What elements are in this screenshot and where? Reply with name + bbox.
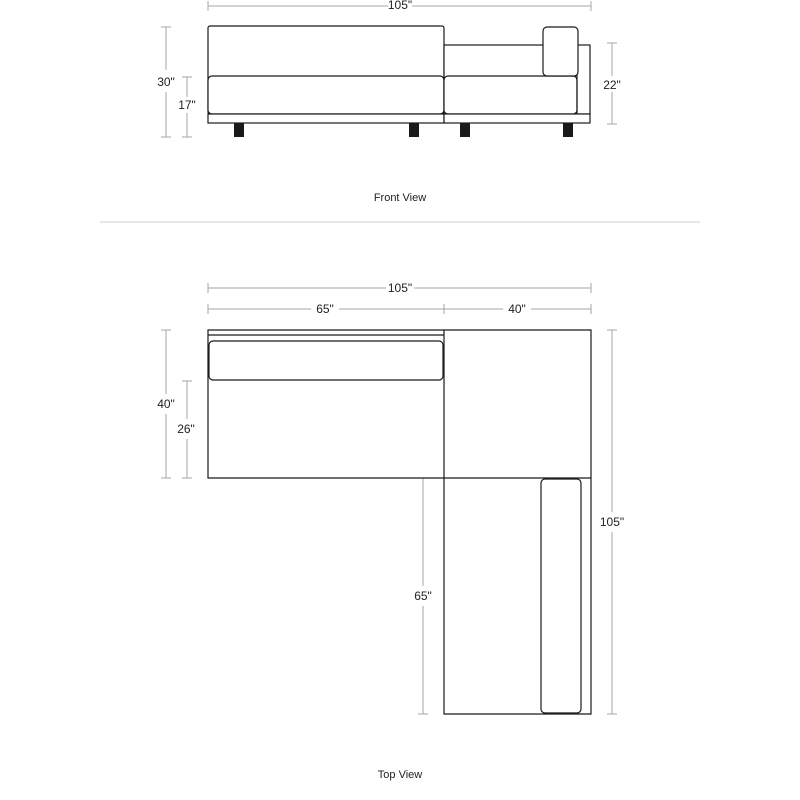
front-view-title: Front View — [374, 192, 426, 204]
front-view-drawing: 105" 30" 17" 22" — [157, 0, 621, 138]
top-left-section-dimension: 65" — [207, 302, 445, 316]
front-leg — [460, 123, 470, 137]
top-overall-depth-label: 105" — [600, 515, 624, 529]
front-leg — [563, 123, 573, 137]
top-chaise-length-label: 65" — [414, 589, 432, 603]
top-overall-depth-dimension: 105" — [600, 329, 624, 715]
top-seat-depth-dimension: 26" — [177, 380, 195, 479]
front-sofa-seat-cushion — [207, 75, 445, 115]
front-width-dimension: 105" — [207, 0, 592, 12]
top-chaise-back-cushion — [540, 478, 582, 714]
top-right-section-label: 40" — [508, 302, 526, 316]
top-left-section-label: 65" — [316, 302, 334, 316]
front-chaise-base — [443, 113, 591, 124]
top-view-title: Top View — [378, 769, 422, 781]
front-sofa-base — [207, 113, 445, 124]
front-leg — [409, 123, 419, 137]
top-sofa-depth-dimension: 40" — [157, 329, 175, 479]
front-seat-height-label: 17" — [178, 98, 196, 112]
top-sectional-outline — [207, 329, 592, 715]
front-chaise-back-pillow — [542, 26, 579, 77]
top-view-drawing: 105" 65" 40" 40" — [157, 281, 624, 715]
top-seat-depth-label: 26" — [177, 422, 195, 436]
top-back-cushion — [208, 340, 444, 381]
front-back-height-label: 30" — [157, 75, 175, 89]
front-seat-height-dimension: 17" — [178, 76, 196, 138]
top-chaise-length-dimension: 65" — [414, 477, 432, 715]
front-chaise-seat-cushion — [443, 75, 578, 115]
front-back-height-dimension: 30" — [157, 26, 175, 138]
front-leg — [234, 123, 244, 137]
top-right-section-dimension: 40" — [444, 302, 592, 316]
front-chaise-height-label: 22" — [603, 78, 621, 92]
top-width-dimension: 105" — [207, 281, 592, 295]
top-sofa-depth-label: 40" — [157, 397, 175, 411]
front-chaise-height-dimension: 22" — [603, 42, 621, 125]
top-width-label: 105" — [388, 281, 412, 295]
front-width-label: 105" — [388, 0, 412, 12]
